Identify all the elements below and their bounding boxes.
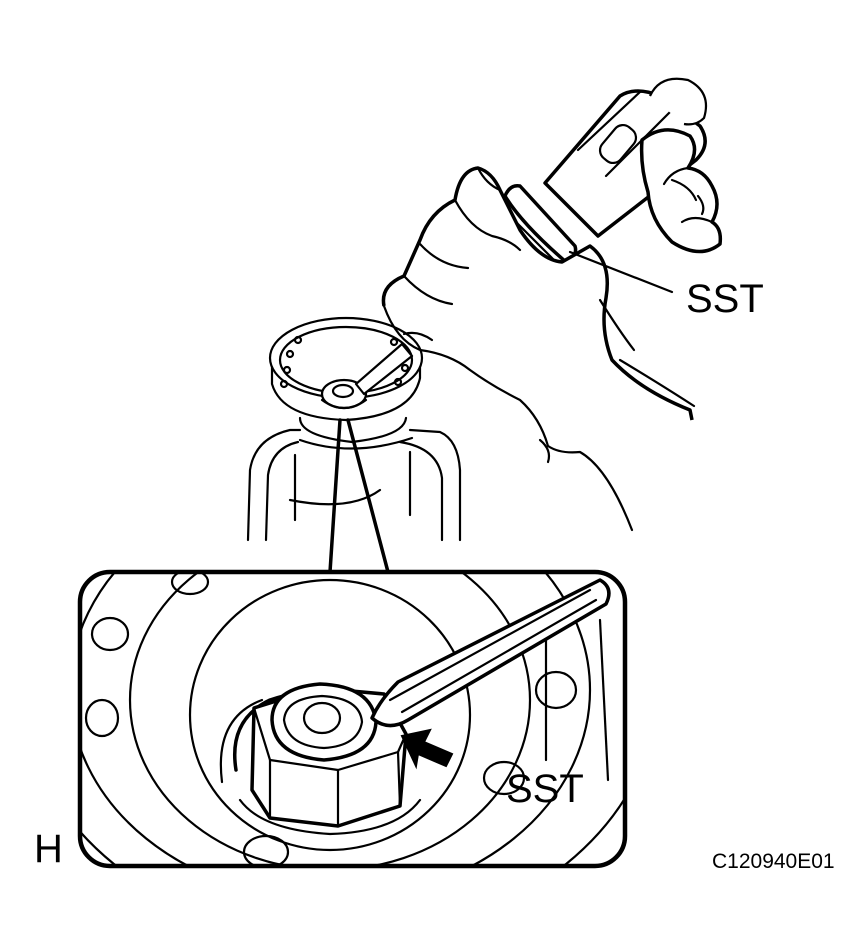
- hex-nut: [250, 682, 408, 828]
- view-letter: H: [34, 827, 63, 871]
- sst-tool-upper: [354, 77, 708, 396]
- sst-label-upper: SST: [686, 277, 764, 321]
- upper-assembly: [246, 77, 723, 542]
- sst-tool-detail: [370, 578, 611, 728]
- arrow-icon: [400, 728, 454, 770]
- sst-label-detail: SST: [506, 767, 584, 811]
- figure-code: C120940E01: [712, 850, 835, 873]
- sst-leader-upper: [568, 250, 674, 294]
- detail-view-frame: [77, 569, 628, 869]
- callout-pointer: [328, 418, 390, 574]
- hand: [381, 128, 723, 532]
